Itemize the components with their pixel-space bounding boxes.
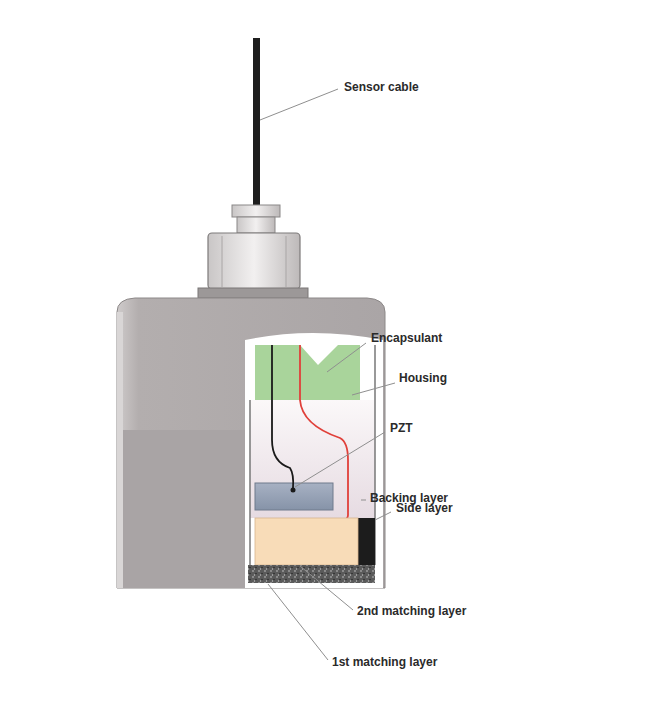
sensor-cable bbox=[253, 38, 260, 208]
cable-gland bbox=[237, 217, 275, 233]
housing-edge bbox=[117, 312, 123, 588]
part-label: Encapsulant bbox=[371, 331, 442, 345]
leader-line bbox=[260, 89, 338, 120]
housing-body bbox=[117, 298, 385, 588]
nut-facet bbox=[222, 236, 223, 287]
leader-lines bbox=[260, 89, 395, 660]
first-matching-layer bbox=[248, 565, 375, 583]
backing-layer bbox=[250, 400, 375, 518]
part-label: Housing bbox=[399, 371, 447, 385]
leader-line bbox=[352, 383, 395, 395]
cable-gland bbox=[232, 205, 280, 217]
leader-line bbox=[268, 584, 328, 660]
part-label: 2nd matching layer bbox=[357, 604, 466, 618]
encapsulant bbox=[255, 345, 360, 400]
red-wire bbox=[300, 345, 348, 522]
leader-line bbox=[375, 512, 391, 520]
second-matching-layer bbox=[255, 518, 358, 565]
black-wire bbox=[272, 345, 293, 488]
leader-line bbox=[300, 566, 353, 610]
hex-nut bbox=[208, 233, 300, 289]
cutaway bbox=[245, 333, 383, 588]
part-label: Sensor cable bbox=[344, 80, 419, 94]
part-label: 1st matching layer bbox=[332, 655, 437, 669]
housing-wall bbox=[249, 400, 251, 565]
leader-line bbox=[361, 500, 366, 501]
housing-shade bbox=[123, 430, 245, 588]
nut-facet bbox=[286, 236, 287, 287]
leader-line bbox=[327, 343, 366, 372]
pzt-element bbox=[255, 483, 333, 510]
leader-line bbox=[295, 432, 385, 487]
part-label: Side layer bbox=[396, 501, 453, 515]
flange bbox=[198, 288, 308, 298]
solder-dot bbox=[291, 488, 296, 493]
part-label: PZT bbox=[390, 421, 413, 435]
